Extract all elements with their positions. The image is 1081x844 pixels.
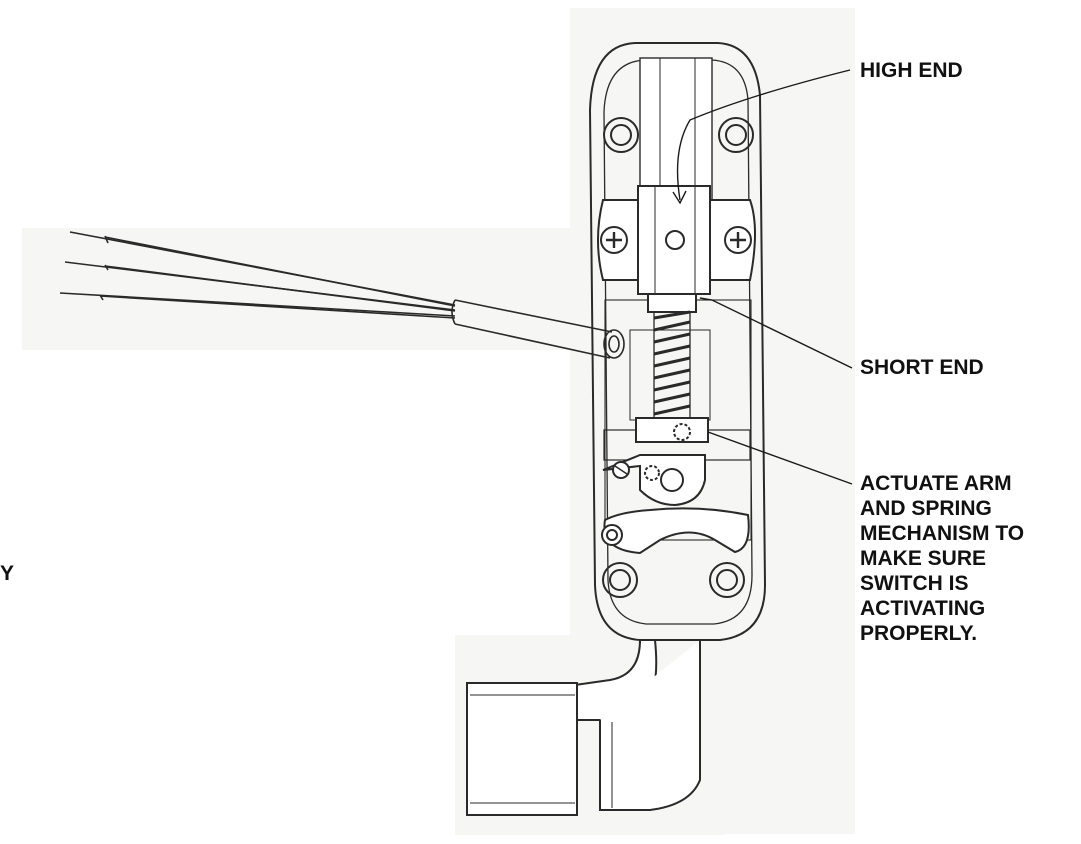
- leader-lines: [672, 69, 853, 485]
- switch-housing: [588, 42, 767, 641]
- actuate-instruction-label: ACTUATE ARM AND SPRING MECHANISM TO MAKE…: [860, 472, 1025, 645]
- cable-with-wires: [59, 231, 625, 359]
- scan-background: [22, 8, 855, 835]
- high-end-mount: [597, 185, 756, 313]
- short-end-label: SHORT END: [860, 356, 984, 379]
- elbow-connector: [466, 639, 701, 816]
- edge-text-fragment: Y: [0, 562, 15, 585]
- actuator-arm: [601, 417, 751, 555]
- high-end-label: HIGH END: [860, 59, 963, 82]
